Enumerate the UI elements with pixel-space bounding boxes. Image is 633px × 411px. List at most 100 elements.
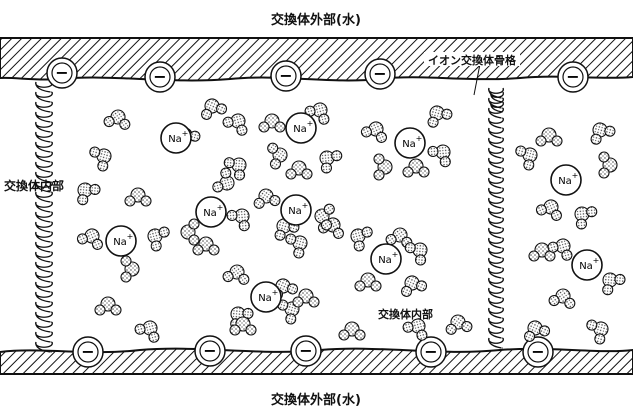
water-molecule <box>598 151 618 179</box>
water-molecule <box>253 188 281 209</box>
svg-text:Na: Na <box>402 139 416 150</box>
sodium-ions: Na+Na+Na+Na+Na+Na+Na+Na+Na+Na+ <box>105 112 603 313</box>
water-molecule <box>360 121 388 143</box>
interior-label-left: 交換体内部 <box>4 178 64 193</box>
skeleton-coil-left <box>35 81 53 353</box>
water-molecule <box>547 238 573 261</box>
water-molecule <box>535 127 563 147</box>
water-molecule <box>212 167 235 193</box>
water-molecule <box>124 187 152 207</box>
water-molecule <box>319 150 343 174</box>
water-molecule <box>402 158 430 178</box>
svg-text:−: − <box>373 64 386 83</box>
svg-text:+: + <box>593 256 600 265</box>
fixed-charge: − <box>72 336 104 368</box>
fixed-charge: − <box>522 336 554 368</box>
fixed-charge: − <box>144 61 176 93</box>
skeleton-coil-mid <box>488 87 504 349</box>
skeleton-callout: イオン交換体骨格 <box>424 52 520 96</box>
water-molecule <box>267 142 288 170</box>
water-molecule <box>586 319 609 345</box>
svg-text:−: − <box>81 342 94 361</box>
svg-text:−: − <box>203 341 216 360</box>
interior-label-center: 交換体内部 <box>378 307 433 321</box>
svg-text:Na: Na <box>558 176 572 187</box>
fixed-charge-sites: − − − − − − − − − − <box>46 57 589 368</box>
water-molecule <box>147 226 170 252</box>
water-molecule <box>402 318 428 341</box>
water-molecule <box>602 272 626 296</box>
water-molecule <box>523 320 551 342</box>
top-outside-label: 交換体外部(水) <box>271 12 361 28</box>
water-molecule <box>229 316 257 336</box>
water-molecule <box>350 226 373 252</box>
water-molecule <box>515 145 538 171</box>
svg-text:−: − <box>55 63 68 82</box>
water-molecule <box>120 255 140 283</box>
svg-text:Na: Na <box>203 208 217 219</box>
water-molecule <box>222 113 248 136</box>
svg-text:Na: Na <box>378 255 392 266</box>
water-molecule <box>226 208 250 232</box>
water-molecule <box>76 228 104 250</box>
fixed-charge: − <box>270 60 302 92</box>
bottom-outside-label: 交換体外部(水) <box>271 392 361 408</box>
svg-text:+: + <box>182 129 189 138</box>
svg-text:Na: Na <box>293 124 307 135</box>
sodium-ion: Na+ <box>394 127 426 159</box>
fixed-charge: − <box>557 61 589 93</box>
sodium-ion: Na+ <box>195 196 227 228</box>
water-molecule <box>292 288 320 308</box>
water-molecule <box>548 288 576 309</box>
svg-text:Na: Na <box>113 237 127 248</box>
fixed-charge: − <box>364 58 396 90</box>
skeleton-coil-right <box>490 91 504 113</box>
water-molecule <box>427 105 453 128</box>
water-molecule <box>200 98 228 120</box>
svg-text:−: − <box>531 342 544 361</box>
water-molecule <box>192 236 220 256</box>
svg-text:−: − <box>279 66 292 85</box>
water-molecule <box>427 144 451 168</box>
water-molecule <box>354 272 382 292</box>
sodium-ion: Na+ <box>550 164 582 196</box>
water-molecule <box>574 206 598 230</box>
water-molecule <box>223 157 247 181</box>
water-molecule <box>258 113 286 133</box>
sodium-ion: Na+ <box>160 122 192 154</box>
fixed-charge: − <box>290 335 322 367</box>
svg-text:−: − <box>424 342 437 361</box>
svg-text:Na: Na <box>579 261 593 272</box>
fixed-charge: − <box>194 335 226 367</box>
water-molecules <box>76 98 626 345</box>
water-molecule <box>535 199 563 221</box>
water-molecule <box>89 146 112 172</box>
top-wall <box>0 37 633 82</box>
svg-text:−: − <box>566 67 579 86</box>
water-molecule <box>445 314 473 335</box>
fixed-charge: − <box>46 57 78 89</box>
water-molecule <box>285 233 308 259</box>
sodium-ion: Na+ <box>285 112 317 144</box>
water-molecule <box>404 242 428 266</box>
svg-text:Na: Na <box>288 206 302 217</box>
water-molecule <box>94 296 122 316</box>
fixed-charge: − <box>415 336 447 368</box>
water-molecule <box>103 109 131 130</box>
svg-text:+: + <box>127 232 134 241</box>
water-molecule <box>338 321 366 341</box>
sodium-ion: Na+ <box>105 225 137 257</box>
water-molecule <box>314 203 335 231</box>
water-molecule <box>134 320 160 343</box>
svg-text:Na: Na <box>168 134 182 145</box>
skeleton-label: イオン交換体骨格 <box>428 53 517 67</box>
svg-text:Na: Na <box>258 293 272 304</box>
svg-text:+: + <box>217 203 224 212</box>
sodium-ion: Na+ <box>571 249 603 281</box>
svg-text:−: − <box>153 67 166 86</box>
svg-text:+: + <box>416 134 423 143</box>
water-molecule <box>77 182 101 206</box>
water-molecule <box>180 218 200 246</box>
water-molecule <box>373 153 393 181</box>
